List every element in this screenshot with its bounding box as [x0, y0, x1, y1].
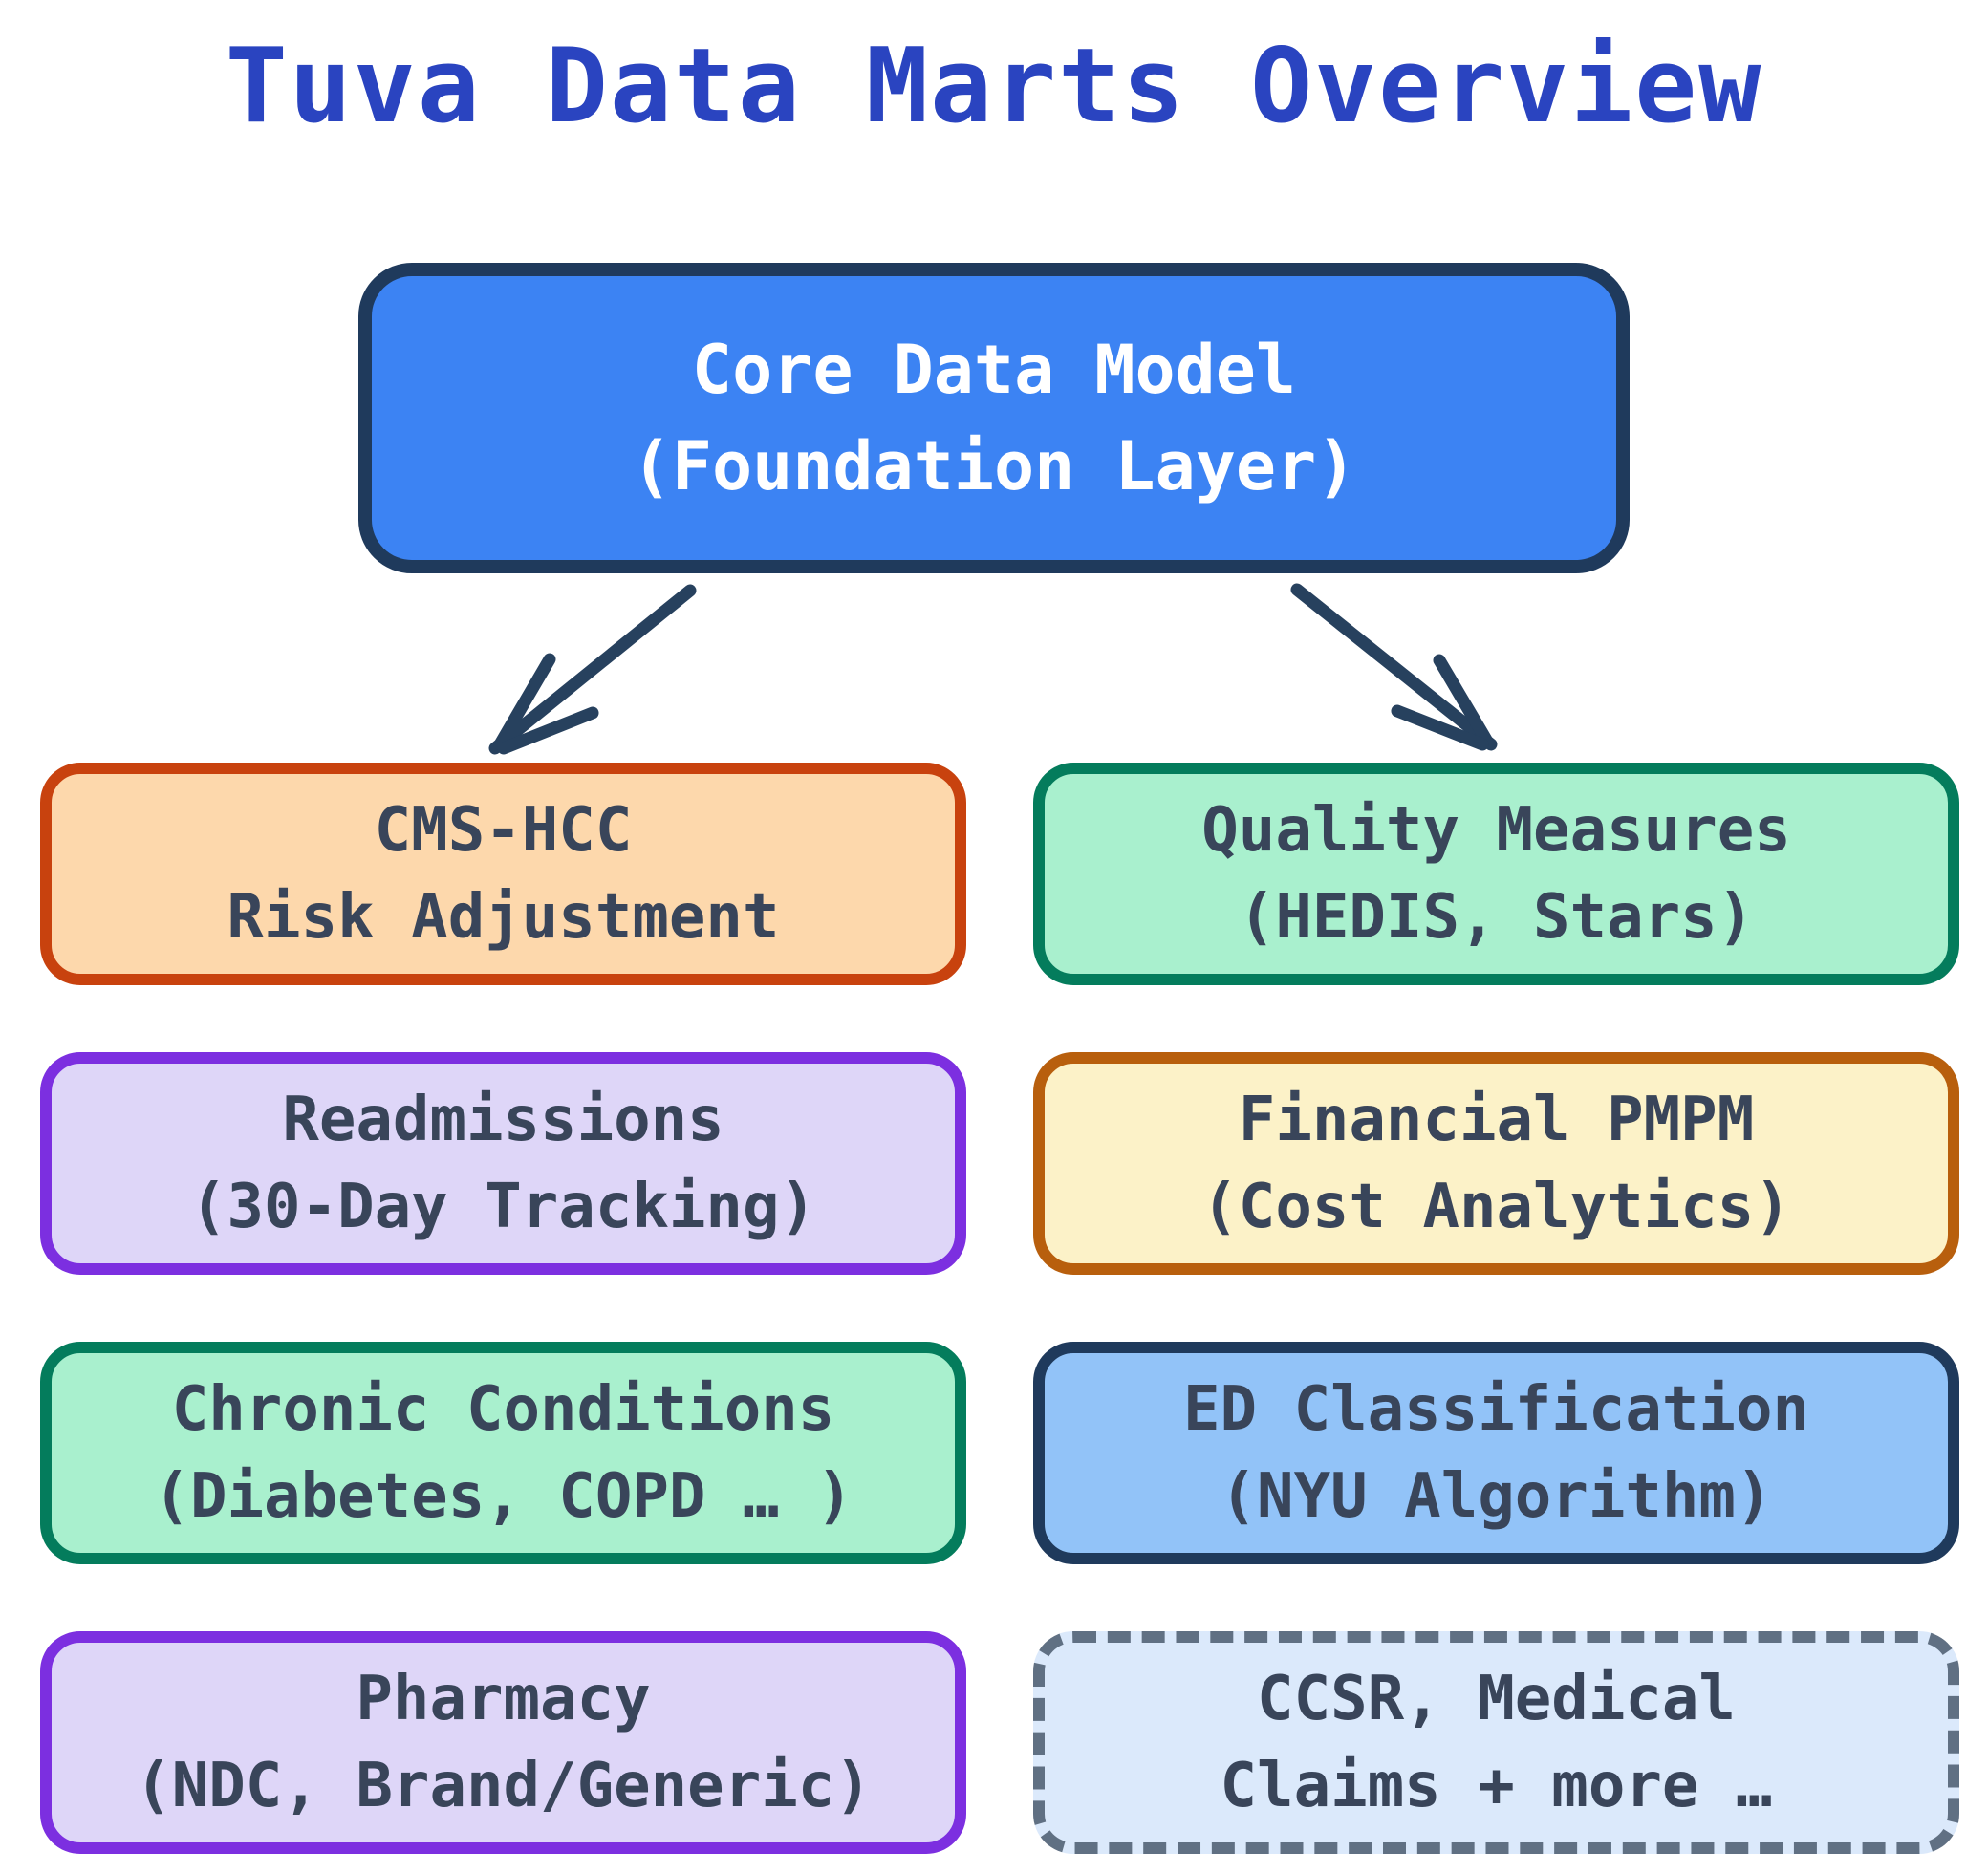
mart-box-ed-classification: ED Classification (NYU Algorithm) — [1033, 1342, 1959, 1564]
mart-box-cms-hcc-risk-adjustment: CMS-HCC Risk Adjustment — [40, 763, 966, 985]
mart-box-quality-measures: Quality Measures (HEDIS, Stars) — [1033, 763, 1959, 985]
mart-box-readmissions: Readmissions (30-Day Tracking) — [40, 1052, 966, 1275]
mart-label-line2: Risk Adjustment — [227, 881, 780, 953]
mart-label-line2: (NDC, Brand/Generic) — [135, 1750, 872, 1821]
mart-label-line1: Financial PMPM — [1238, 1084, 1755, 1155]
mart-box-ccsr-medical-claims: CCSR, Medical Claims + more … — [1033, 1631, 1959, 1854]
right-arrow-icon — [1290, 583, 1498, 751]
mart-label-line1: Pharmacy — [356, 1663, 651, 1734]
core-data-model-box: Core Data Model (Foundation Layer) — [358, 263, 1630, 573]
core-box-line1: Core Data Model — [691, 331, 1297, 410]
mart-label-line1: Quality Measures — [1201, 794, 1791, 866]
mart-label-line2: (HEDIS, Stars) — [1238, 881, 1755, 953]
mart-box-financial-pmpm: Financial PMPM (Cost Analytics) — [1033, 1052, 1959, 1275]
mart-box-pharmacy: Pharmacy (NDC, Brand/Generic) — [40, 1631, 966, 1854]
mart-label-line1: CMS-HCC — [374, 794, 633, 866]
mart-label-line2: (Cost Analytics) — [1201, 1171, 1791, 1242]
mart-label-line1: ED Classification — [1182, 1373, 1810, 1445]
mart-label-line2: (Diabetes, COPD … ) — [153, 1460, 854, 1532]
mart-label-line2: Claims + more … — [1220, 1750, 1773, 1821]
mart-box-chronic-conditions: Chronic Conditions (Diabetes, COPD … ) — [40, 1342, 966, 1564]
mart-label-line1: Chronic Conditions — [171, 1373, 835, 1445]
mart-label-line1: Readmissions — [282, 1084, 724, 1155]
page-title: Tuva Data Marts Overview — [225, 27, 1763, 146]
left-arrow-icon — [488, 584, 697, 755]
mart-label-line1: CCSR, Medical — [1257, 1663, 1736, 1734]
mart-label-line2: (30-Day Tracking) — [189, 1171, 817, 1242]
core-box-line2: (Foundation Layer) — [631, 426, 1357, 506]
mart-label-line2: (NYU Algorithm) — [1220, 1460, 1773, 1532]
data-marts-grid: CMS-HCC Risk Adjustment Quality Measures… — [40, 763, 1959, 1854]
